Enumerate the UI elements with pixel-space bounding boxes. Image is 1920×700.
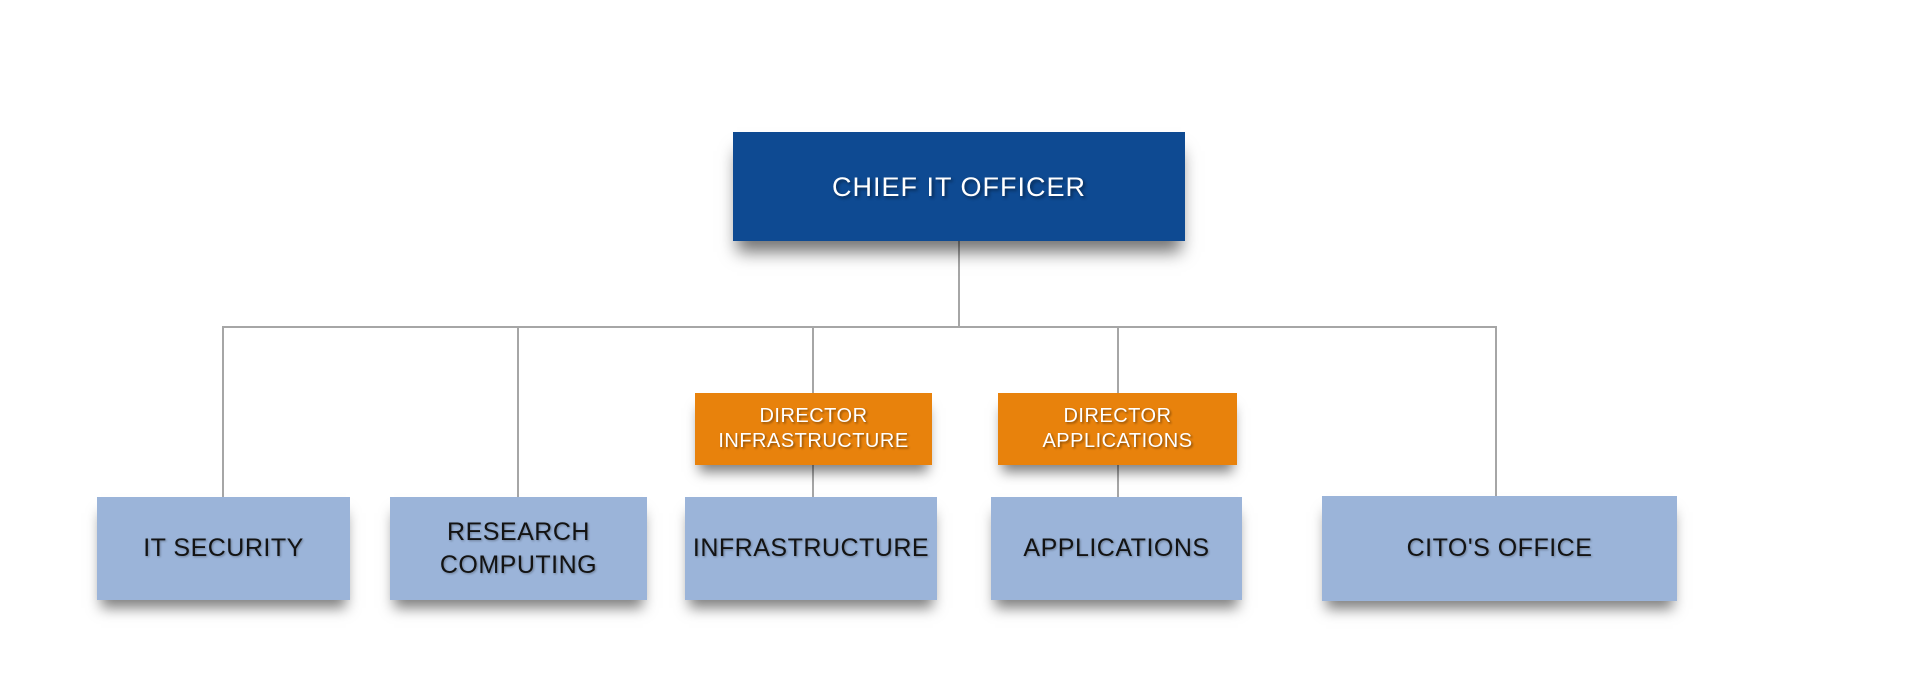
connector-to-it-security xyxy=(222,326,224,497)
org-node-label-line: COMPUTING xyxy=(439,550,598,579)
org-node-label-line: CITO'S OFFICE xyxy=(1406,534,1593,562)
org-node-director-applications: DIRECTOR APPLICATIONS xyxy=(998,393,1237,465)
org-node-label-line: DIRECTOR xyxy=(1063,405,1172,427)
org-node-label-line: INFRASTRUCTURE xyxy=(718,430,909,452)
connector-director-applications-to-applications xyxy=(1117,465,1119,497)
org-node-chief-it-officer: CHIEF IT OFFICER xyxy=(733,132,1185,241)
org-node-label-line: RESEARCH xyxy=(447,517,590,546)
org-node-label-line: DIRECTOR xyxy=(759,405,868,427)
org-node-infrastructure: INFRASTRUCTURE xyxy=(685,497,937,600)
connector-root-drop xyxy=(958,241,960,328)
connector-director-infrastructure-to-infrastructure xyxy=(812,465,814,497)
org-node-applications: APPLICATIONS xyxy=(991,497,1242,600)
org-node-director-infrastructure: DIRECTOR INFRASTRUCTURE xyxy=(695,393,932,465)
connector-to-research-computing xyxy=(517,326,519,497)
org-node-label: CHIEF IT OFFICER xyxy=(831,171,1086,202)
org-node-it-security: IT SECURITY xyxy=(97,497,350,600)
connector-to-director-applications xyxy=(1117,326,1119,393)
org-node-citos-office: CITO'S OFFICE xyxy=(1322,496,1677,601)
org-node-label-line: IT SECURITY xyxy=(143,534,304,562)
org-node-research-computing: RESEARCH COMPUTING xyxy=(390,497,647,600)
org-node-label-line: APPLICATIONS xyxy=(1042,430,1193,452)
org-node-label-line: APPLICATIONS xyxy=(1023,534,1210,562)
connector-horizontal-bus xyxy=(222,326,1497,328)
connector-to-citos-office xyxy=(1495,326,1497,496)
connector-to-director-infrastructure xyxy=(812,326,814,393)
org-node-label-line: INFRASTRUCTURE xyxy=(692,534,930,562)
